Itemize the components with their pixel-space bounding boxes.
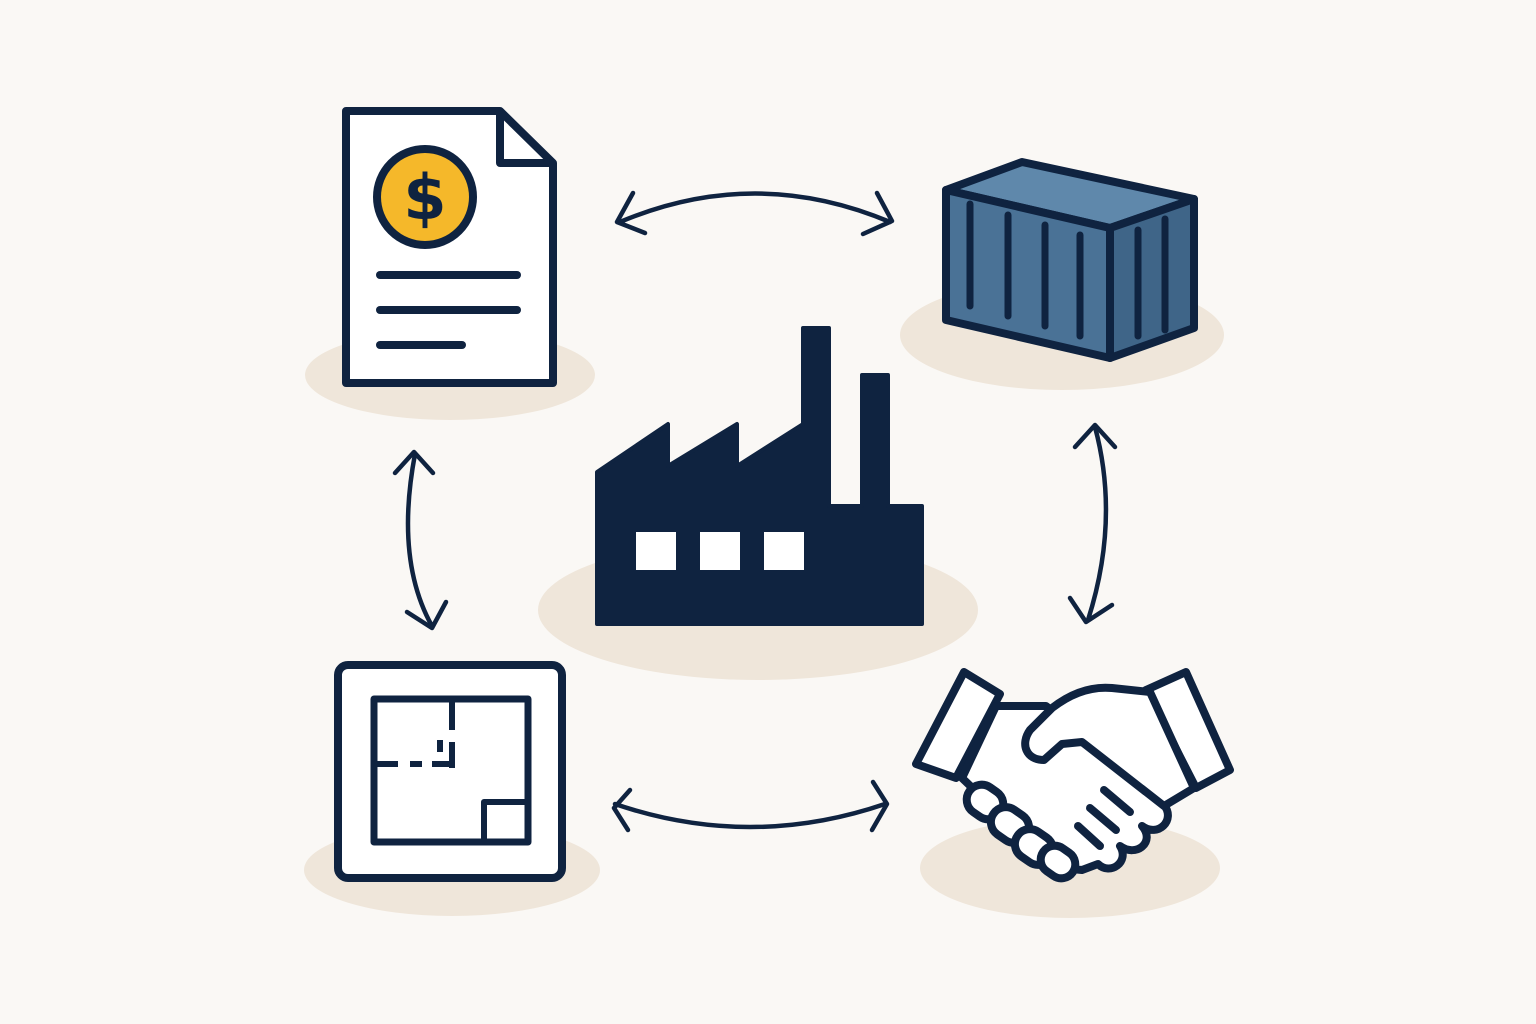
arrowhead-invoice-bottom bbox=[392, 449, 436, 476]
invoice-document-icon: $ bbox=[342, 107, 557, 387]
floor-plan-icon bbox=[334, 661, 566, 882]
arrowhead-container-end bbox=[860, 190, 895, 237]
arrow-container-handshake bbox=[1085, 424, 1109, 623]
factory-icon bbox=[595, 326, 924, 626]
factory-window bbox=[764, 532, 804, 570]
arrowhead-invoice-end bbox=[614, 190, 648, 236]
arrowhead-container-top bbox=[1072, 422, 1118, 450]
left-cuff bbox=[912, 668, 1004, 782]
knuckles bbox=[962, 780, 1080, 883]
arrow-invoice-container bbox=[617, 191, 893, 225]
factory-window bbox=[636, 532, 676, 570]
handshake-icon bbox=[912, 668, 1234, 883]
dollar-coin-icon bbox=[373, 145, 477, 249]
arrow-handshake-floorplan bbox=[612, 801, 888, 830]
arrowhead-floorplan-top bbox=[404, 599, 449, 631]
link-arrows bbox=[392, 190, 1118, 833]
arrowhead-handshake-left bbox=[869, 779, 890, 833]
right-hand bbox=[1021, 683, 1198, 810]
dollar-symbol: $ bbox=[403, 161, 446, 234]
arrowhead-handshake-top bbox=[1067, 595, 1115, 625]
arrowhead-floorplan-right bbox=[611, 787, 633, 833]
arrow-floorplan-invoice bbox=[405, 451, 435, 629]
shipping-container-icon bbox=[942, 158, 1198, 362]
factory-window bbox=[700, 532, 740, 570]
